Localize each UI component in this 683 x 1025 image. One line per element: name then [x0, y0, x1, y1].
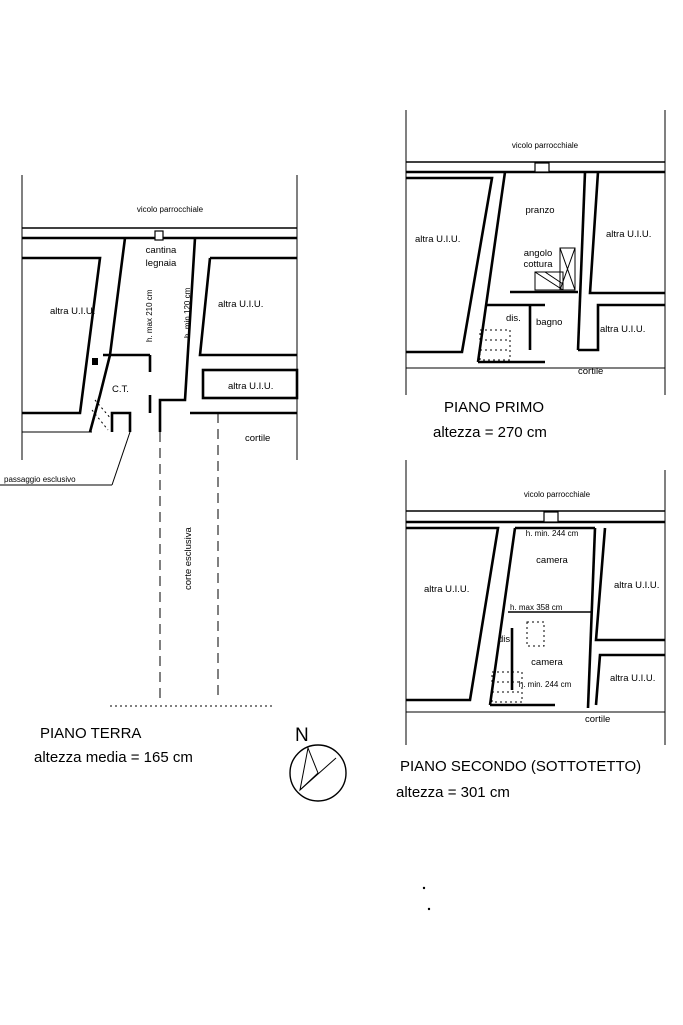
ps-height-min-bottom: h. min. 244 cm: [519, 680, 572, 689]
ps-street-label: vicolo parrocchiale: [524, 490, 591, 499]
pp-altra-right-lower-label: altra U.I.U.: [600, 324, 645, 335]
ps-title: PIANO SECONDO (SOTTOTETTO): [400, 758, 641, 775]
pt-cantina-right-wall: [158, 237, 197, 432]
ps-altra-right-lower-label: altra U.I.U.: [610, 673, 655, 684]
ps-subtitle: altezza = 301 cm: [396, 784, 510, 801]
pp-title: PIANO PRIMO: [444, 399, 544, 416]
pp-unit-right-wall: [576, 171, 587, 351]
pp-subtitle: altezza = 270 cm: [433, 424, 547, 441]
north-circle: [289, 744, 347, 802]
pp-angolo-label: angolo: [524, 248, 553, 259]
pt-altra-right-walls: [198, 257, 297, 357]
pp-cottura-label: cottura: [523, 259, 553, 270]
ps-unit-right-wall: [586, 527, 597, 709]
pp-unit-left-wall: [476, 171, 507, 363]
pp-cooker: [559, 247, 576, 291]
north-label: N: [295, 725, 309, 746]
pp-hatch-1: [534, 271, 564, 291]
ps-chimney: [543, 511, 559, 523]
ps-altra-left-label: altra U.I.U.: [424, 584, 469, 595]
north-needle-light: [299, 746, 319, 792]
pt-legnaia-label: legnaia: [146, 258, 177, 269]
scan-speck: [422, 886, 426, 890]
pp-chimney: [534, 162, 550, 173]
pt-altra-left-label: altra U.I.U.: [50, 306, 95, 317]
pp-stairs: [479, 329, 511, 361]
ps-camera-top-label: camera: [536, 555, 568, 566]
pp-bagno-label: bagno: [536, 317, 562, 328]
ps-altra-right-label: altra U.I.U.: [614, 580, 659, 591]
ps-unit-left-wall: [488, 527, 517, 706]
pt-altra-small-box: [201, 368, 299, 400]
ps-stairs: [491, 671, 523, 703]
piano-secondo-plan: vicolo parrocchiale h. min. 244 cm camer…: [396, 460, 666, 801]
ps-skylight: [526, 621, 545, 647]
pt-cantina-left-wall: [88, 237, 127, 433]
pt-stair-hatch: [94, 399, 113, 421]
pt-passaggio-label: passaggio esclusivo: [4, 475, 76, 484]
ps-cortile-label: cortile: [585, 714, 610, 725]
pt-passaggio-leader: [111, 431, 131, 486]
ps-height-max-mid: h. max 358 cm: [510, 603, 563, 612]
ps-dis-label: dis.: [498, 634, 513, 645]
ps-altra-right-lower: [594, 653, 665, 706]
pp-altra-right-walls: [588, 171, 665, 295]
pt-title: PIANO TERRA: [40, 725, 141, 742]
pp-altra-right-lower: [578, 303, 665, 352]
north-cross: [299, 757, 337, 791]
pp-pranzo-label: pranzo: [525, 205, 554, 216]
pp-cortile-label: cortile: [578, 366, 603, 377]
piano-primo-plan: vicolo parrocchiale pranzo angolo cottur…: [405, 110, 666, 441]
pt-altra-small-label: altra U.I.U.: [228, 381, 273, 392]
pp-dis-label: dis.: [506, 313, 521, 324]
ps-height-min-top: h. min. 244 cm: [526, 529, 579, 538]
scan-speck-2: [427, 907, 431, 911]
piano-terra-plan: vicolo parrocchiale cantina legnaia altr…: [0, 175, 299, 766]
pt-corte-label: corte esclusiva: [183, 526, 194, 590]
pp-altra-left-label: altra U.I.U.: [415, 234, 460, 245]
pt-stair-hatch-2: [91, 409, 109, 431]
pt-ct-stair-wall: [110, 411, 132, 432]
ps-camera-bottom-label: camera: [531, 657, 563, 668]
pt-cortile-label: cortile: [245, 433, 270, 444]
ps-altra-left-walls: [406, 526, 500, 702]
pt-cantina-label: cantina: [146, 245, 177, 256]
ps-altra-right-walls: [594, 527, 665, 642]
pt-opening-marker: [154, 230, 164, 241]
pp-altra-left-walls: [406, 176, 494, 354]
pt-street-label: vicolo parrocchiale: [137, 205, 204, 214]
pp-hatch-2: [544, 271, 564, 285]
pt-height-max-label: h. max 210 cm: [145, 289, 154, 342]
pt-height-min-label: h. min 120 cm: [183, 287, 192, 338]
north-arrow: N: [289, 725, 347, 802]
pp-cottura-hatch: [534, 271, 564, 291]
pt-small-block: [92, 358, 98, 365]
pt-ct-label: C.T.: [112, 384, 129, 395]
pp-street-label: vicolo parrocchiale: [512, 141, 579, 150]
pp-altra-right-label: altra U.I.U.: [606, 229, 651, 240]
pt-altra-left-walls: [22, 256, 102, 415]
pt-altra-right-label: altra U.I.U.: [218, 299, 263, 310]
pt-subtitle: altezza media = 165 cm: [34, 749, 193, 766]
